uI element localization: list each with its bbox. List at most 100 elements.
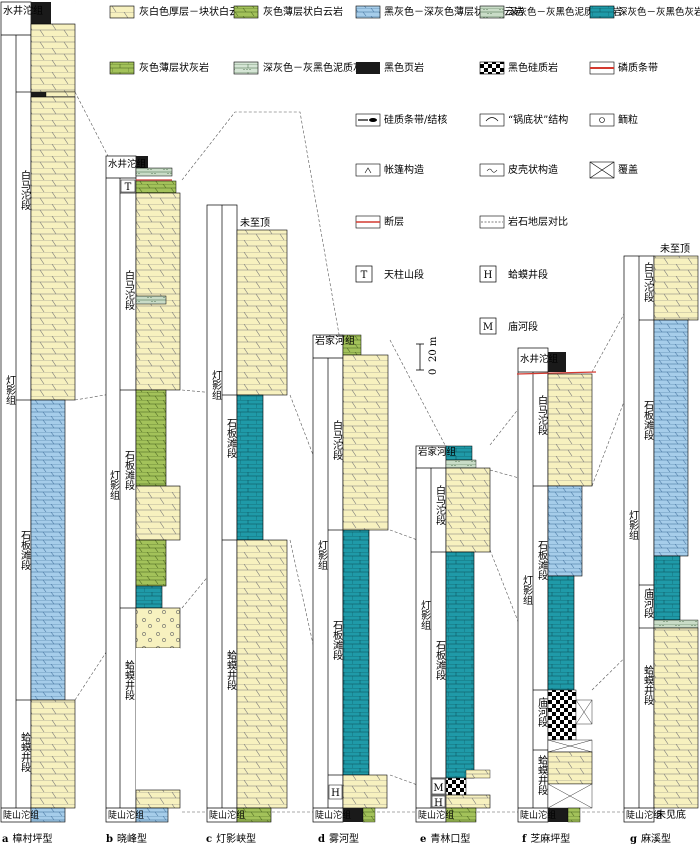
legend-code-H: H [484,270,493,281]
unit-e-dengying: 灯影组 [419,600,431,630]
unit-f-doushan: 陡山沱组 [520,809,556,821]
legend-label-M: 庙河段 [508,320,538,333]
column-c: 未至顶 灯影组 石板滩段 蛤蟆井段 陡山沱组 [206,204,288,823]
unit-c-shiban: 石板滩段 [225,418,237,459]
legend-swatch-chert [479,61,505,75]
scale-bar: 0 20 m [416,336,439,375]
legend-swatch-mud-ls [233,61,259,75]
unit-f-miaohe: 庙河段 [536,696,548,728]
unit-c-doushan: 陡山沱组 [209,809,245,821]
unit-b-hama: 蛤蟆井段 [123,659,135,701]
unit-b-doushan: 陡山沱组 [108,809,144,821]
legend-label-mud-ls: 深灰色－灰黑色泥质灰岩 [263,61,373,74]
legend-box-T [355,265,373,283]
crust-icon [486,168,498,173]
unit-e-yanjia: 岩家河组 [418,446,457,458]
column-g: 未至顶 白马沱段 灯影组 石板滩段 庙河段 蛤蟆井段 陡山沱组 未见底 [623,243,699,823]
unit-d-dengying: 灯影组 [316,540,328,570]
unit-d-shiban: 石板滩段 [331,620,343,661]
unit-e-doushan: 陡山沱组 [418,809,454,821]
unit-a-dengying: 灯影组 [4,375,16,405]
legend-label-oolite: 鲕粒 [618,113,638,126]
unit-d-H: H [331,788,340,799]
legend-code-M: M [483,322,493,333]
legend-swatch-oolite [589,113,615,127]
unit-f-shuijing: 水井沱组 [520,353,559,365]
unit-g-shiban: 石板滩段 [642,400,654,441]
unit-e-M: M [433,783,443,794]
unit-b-shiban: 石板滩段 [123,450,135,491]
legend-swatch-crust [479,163,505,177]
unit-c-dengying: 灯影组 [210,370,222,400]
legend-swatch-gray-green [479,5,505,19]
oolite-icon [599,117,605,123]
legend-label-teal: 深灰色－灰黑色灰岩 [618,6,700,18]
unit-b-baima: 白马沱段 [123,269,135,311]
legend-label-siliceous-nodule: 硅质条带/结核 [384,113,447,126]
legend-code-T: T [361,270,368,281]
unit-b-dengying: 灯影组 [108,470,120,500]
unit-e-baima: 白马沱段 [434,484,446,526]
legend-swatch-blue [355,5,381,19]
unit-a-baima: 白马沱段 [19,169,31,211]
legend-label-green-ls: 灰色薄层状灰岩 [139,61,209,74]
legend-swatch-green [233,5,259,19]
unit-g-baima: 白马沱段 [642,261,654,303]
unit-c-hama: 蛤蟆井段 [225,649,237,691]
column-d: 岩家河组 白马沱段 灯影组 石板滩段 H 陡山沱组 [312,334,389,823]
legend-box-H [479,265,497,283]
unit-b-T: T [125,182,132,193]
column-f: 水井沱组 白马沱段 灯影组 石板滩段 庙河段 蛤蟆井段 陡山沱组 [516,347,597,823]
scale-zero: 0 [428,369,439,375]
legend-label-yellow: 灰白色厚层－块状白云岩 [139,5,249,18]
column-a: 水井沱组 白马沱段 灯影组 石板滩段 蛤蟆井段 陡山沱组 [0,1,76,823]
legend-label-chert: 黑色硅质岩 [508,61,558,74]
unit-d-baima: 白马沱段 [331,419,343,461]
bottom-unknown-g: 未见底 [656,808,686,821]
legend-label-cover: 覆盖 [618,163,638,176]
unit-g-hama: 蛤蟆井段 [642,664,654,706]
legend-swatch-green-ls [109,61,135,75]
legend-label-black-shale: 黑色页岩 [384,61,424,74]
unit-a-hama: 蛤蟆井段 [19,731,31,773]
legend-label-tent: 帐篷构造 [384,163,424,176]
unit-g-miaohe: 庙河段 [642,587,654,619]
legend-label-correlation: 岩石地层对比 [508,215,568,228]
unit-f-hama: 蛤蟆井段 [536,754,548,796]
legend-swatch-black-shale [356,62,380,74]
unit-d-yanjia: 岩家河组 [315,334,355,347]
tent-icon [364,167,372,174]
legend-label-T: 天柱山段 [384,268,424,281]
unit-d-doushan: 陡山沱组 [315,809,351,821]
legend-label-crust: 皮壳状构造 [508,163,558,176]
unit-f-shiban: 石板滩段 [536,540,548,581]
legend-label-fault: 断层 [384,215,404,228]
legend-box-M [479,317,497,335]
unit-a-shuijing: 水井沱组 [3,4,43,17]
unit-f-dengying: 灯影组 [521,575,533,605]
legend-label-H: 蛤蟆井段 [508,268,548,281]
unit-b-shuijing: 水井沱组 [108,158,147,170]
unit-g-doushan: 陡山沱组 [626,809,662,821]
column-b: 水井沱组 T 白马沱段 灯影组 石板滩段 蛤蟆井段 陡山沱组 [105,155,181,823]
unit-a-shiban: 石板滩段 [19,530,31,571]
legend-swatch-teal [589,5,615,19]
pot-bottom-icon [485,117,499,122]
unit-a-doushan: 陡山沱组 [3,809,39,821]
unit-e-shiban: 石板滩段 [434,640,446,681]
unit-e-H: H [434,798,443,809]
top-unknown-g: 未至顶 [660,243,690,255]
top-unknown-c: 未至顶 [240,217,270,229]
column-e: 岩家河组 白马沱段 灯影组 石板滩段 M H 陡山沱组 [415,445,491,823]
legend-label-pot-bottom: “锅底状”结构 [508,113,568,126]
legend-label-green: 灰色薄层状白云岩 [263,5,343,18]
legend-swatch-pot-bottom [479,113,505,127]
